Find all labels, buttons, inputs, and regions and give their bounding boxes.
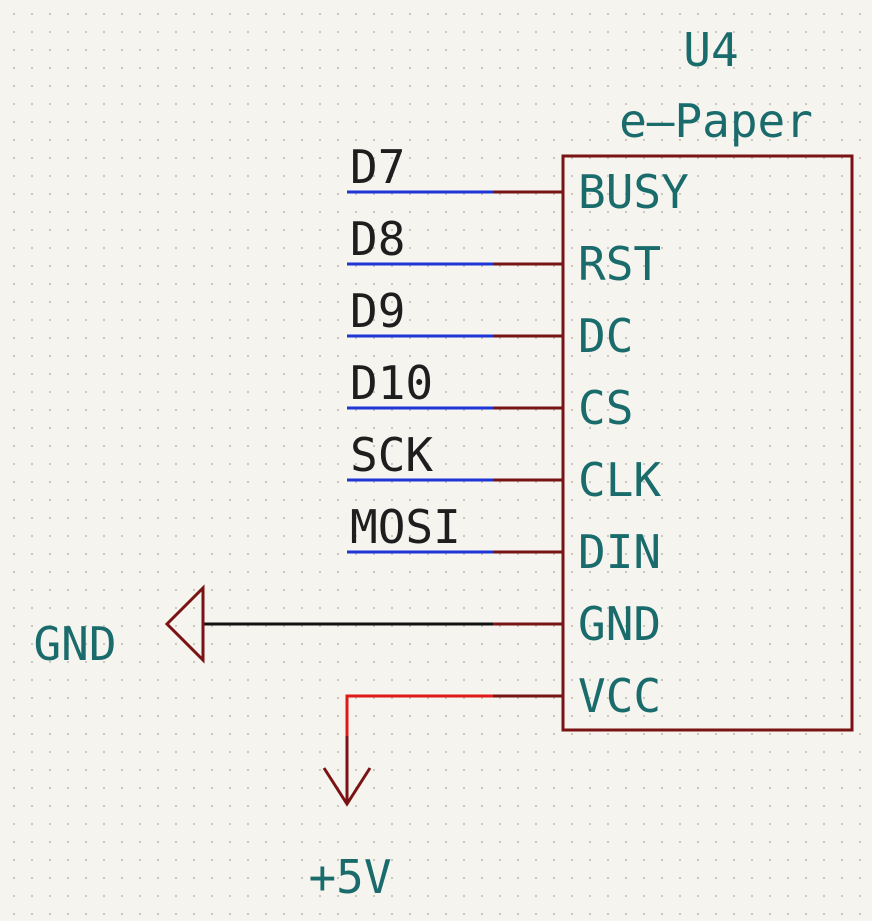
- component-body[interactable]: [561, 154, 854, 732]
- gnd-label: GND: [33, 617, 116, 671]
- net-label-d7[interactable]: D7: [350, 140, 405, 194]
- pin-name-rst: RST: [578, 237, 661, 291]
- vcc-label: +5V: [308, 850, 391, 904]
- pin-name-clk: CLK: [578, 453, 661, 507]
- gnd-power-symbol[interactable]: GND: [33, 584, 493, 671]
- pin-name-gnd: GND: [578, 597, 661, 651]
- net-label-mosi[interactable]: MOSI: [350, 500, 461, 554]
- vcc-wire[interactable]: [345, 694, 493, 736]
- vcc-symbol-arrow: [322, 767, 372, 807]
- component-value: e–Paper: [619, 94, 813, 148]
- pin-name-dc: DC: [578, 309, 633, 363]
- gnd-symbol-triangle: [164, 584, 205, 664]
- pin-name-cs: CS: [578, 381, 633, 435]
- component-reference: U4: [683, 23, 738, 77]
- pin-name-vcc: VCC: [578, 669, 661, 723]
- vcc-power-symbol[interactable]: +5V: [308, 694, 493, 904]
- net-label-d10[interactable]: D10: [350, 356, 433, 410]
- net-label-d8[interactable]: D8: [350, 212, 405, 266]
- pin-name-din: DIN: [578, 525, 661, 579]
- pin-name-busy: BUSY: [578, 165, 689, 219]
- net-label-sck[interactable]: SCK: [350, 428, 433, 482]
- net-label-d9[interactable]: D9: [350, 284, 405, 338]
